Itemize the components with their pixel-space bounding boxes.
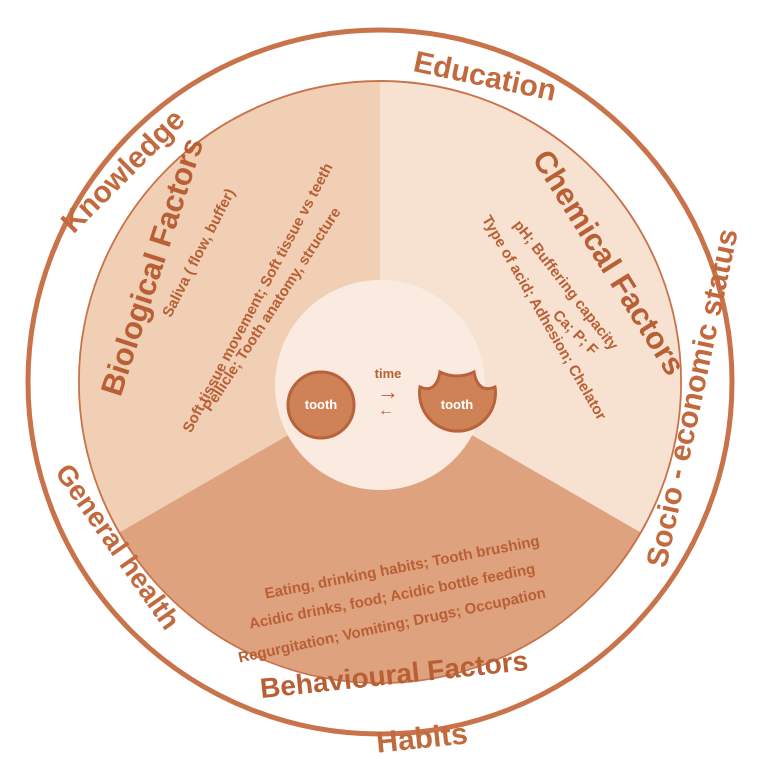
back-arrow: ←: [378, 402, 394, 419]
behavioural-sector: [120, 382, 640, 683]
forward-arrow: →: [377, 379, 399, 404]
tooth-intact-label: tooth: [305, 397, 338, 412]
tooth-eroded: [418, 369, 497, 433]
time-label: time: [375, 366, 402, 381]
tooth-eroded-label: tooth: [441, 397, 474, 412]
outer-ring-border: [25, 27, 735, 737]
tooth-intact: [286, 370, 356, 440]
